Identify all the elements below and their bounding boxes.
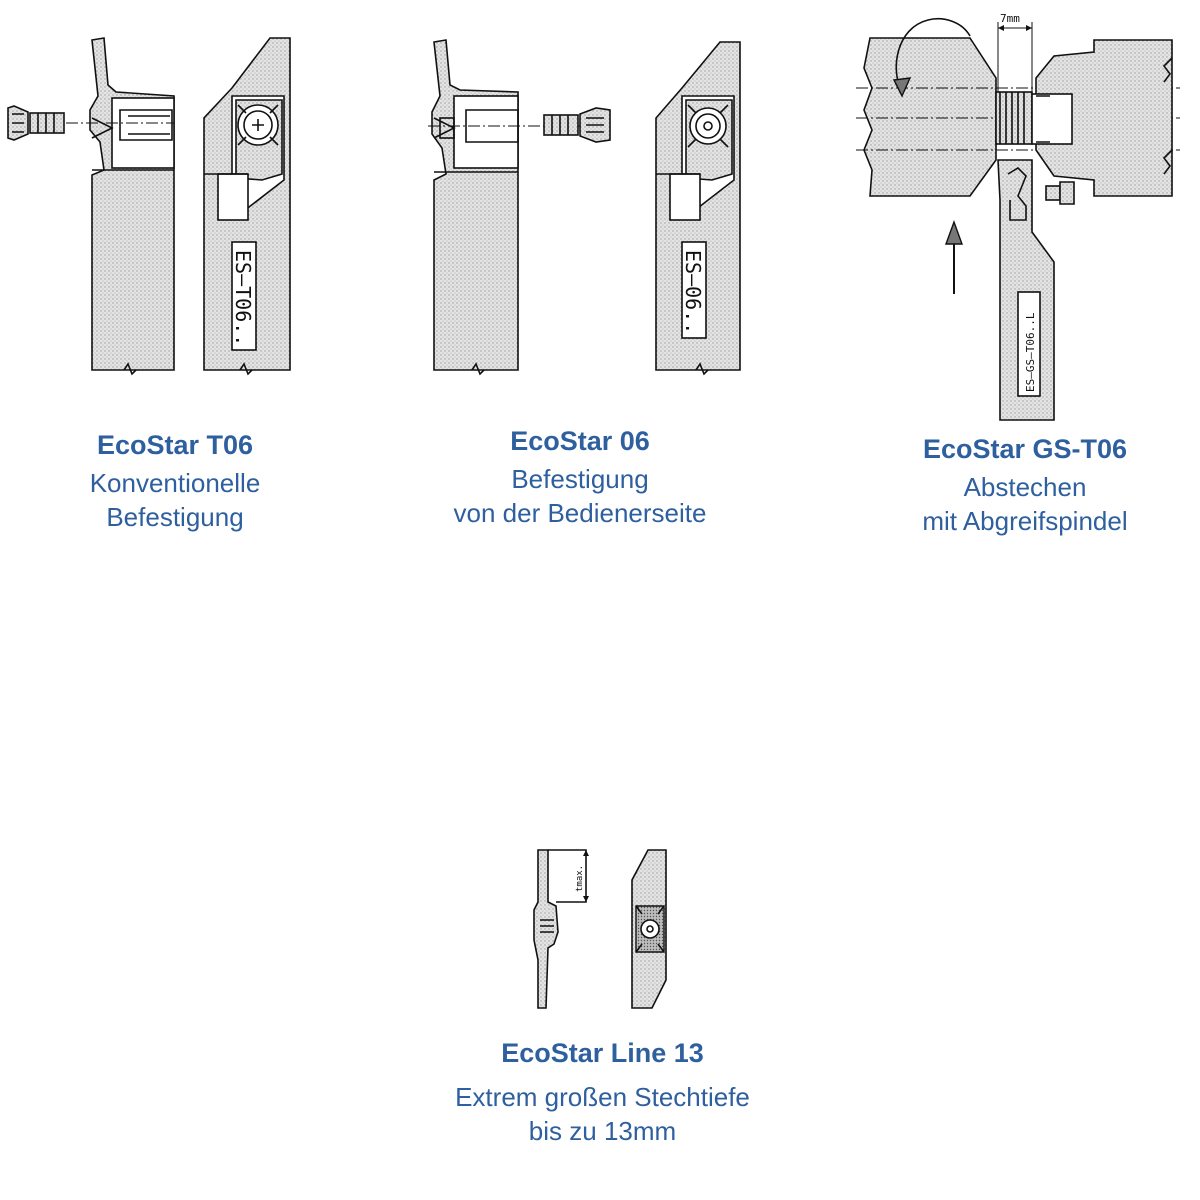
rotation-arrow-icon xyxy=(895,18,971,93)
line13-blade-left xyxy=(533,849,559,1009)
t06-label: ES–T06.. xyxy=(231,250,255,346)
pickup-spindle xyxy=(1035,39,1173,197)
ecostar-gs-t06-line-2: mit Abgreifspindel xyxy=(922,506,1128,536)
panel-ecostar-06: ES–06.. xyxy=(420,30,760,380)
ecostar-t06-title: EcoStar T06 xyxy=(96,430,254,460)
ecostar-line-13-title: EcoStar Line 13 xyxy=(501,1038,704,1068)
caption-ecostar-t06: EcoStar T06 Konventionelle Befestigung xyxy=(30,428,320,534)
ecostar-t06-line-2: Befestigung xyxy=(106,502,244,532)
feed-arrow-icon xyxy=(945,219,963,294)
caption-ecostar-06: EcoStar 06 Befestigung von der Bedieners… xyxy=(420,424,740,530)
ecostar-line-13-drawing: tmax. xyxy=(533,849,667,1009)
ecostar-t06-drawing: ES–T06.. xyxy=(7,37,291,376)
caption-ecostar-gs-t06: EcoStar GS-T06 Abstechen mit Abgreifspin… xyxy=(880,432,1170,538)
line13-dimension: tmax. xyxy=(575,865,585,892)
ecostar-06-drawing: ES–06.. xyxy=(428,39,741,376)
clamping-screw-icon xyxy=(543,107,611,143)
ecostar-gs-t06-drawing: 7mm ES–GS–T06..L xyxy=(856,12,1180,421)
ecostar-06-line-1: Befestigung xyxy=(511,464,649,494)
ecostar-line-13-line-2: bis zu 13mm xyxy=(528,1116,677,1146)
clamping-screw-icon xyxy=(7,105,65,141)
ecostar-t06-line-1: Konventionelle xyxy=(89,468,261,498)
ecostar-line-13-line-1: Extrem großen Stechtiefe xyxy=(455,1082,750,1112)
ecostar-06-title: EcoStar 06 xyxy=(510,426,650,456)
panel-ecostar-line-13: tmax. xyxy=(520,840,700,1020)
ecostar-gs-t06-line-1: Abstechen xyxy=(963,472,1087,502)
gs-t06-dimension: 7mm xyxy=(1000,12,1020,25)
main-spindle xyxy=(863,37,997,197)
06-label: ES–06.. xyxy=(681,250,705,334)
gs-t06-label: ES–GS–T06..L xyxy=(1024,312,1037,392)
caption-ecostar-line-13: EcoStar Line 13 Extrem großen Stechtiefe… xyxy=(400,1036,805,1148)
06-holder-left xyxy=(431,39,519,371)
ecostar-06-line-2: von der Bedienerseite xyxy=(453,498,707,528)
t06-holder-left xyxy=(89,37,175,371)
clamping-screw-icon xyxy=(1045,181,1075,205)
ecostar-gs-t06-title: EcoStar GS-T06 xyxy=(922,434,1128,464)
panel-ecostar-t06: ES–T06.. xyxy=(0,30,310,380)
panel-ecostar-gs-t06: 7mm ES–GS–T06..L xyxy=(850,0,1190,430)
